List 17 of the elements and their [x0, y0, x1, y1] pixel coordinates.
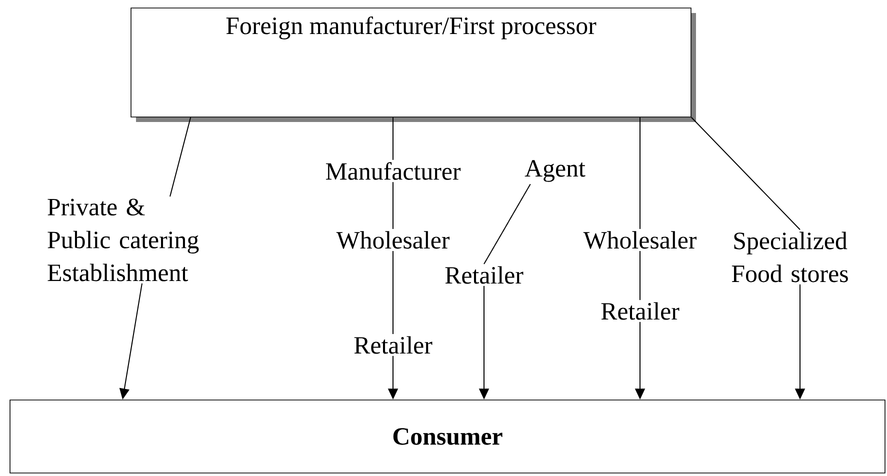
stage-label: Manufacturer — [326, 162, 461, 180]
process-box: Foreign manufacturer/First processor — [130, 8, 696, 122]
connector-line — [392, 182, 394, 230]
connector-line — [392, 116, 394, 160]
stage-label: Specialized Food stores — [732, 232, 848, 282]
connector-line — [690, 116, 800, 230]
stage-label: Wholesaler — [336, 231, 450, 249]
connector-line — [484, 184, 531, 265]
connector-line — [392, 250, 394, 335]
stage-label: Retailer — [354, 336, 432, 354]
consumer-box: Consumer — [10, 400, 886, 474]
stage-label: Wholesaler — [583, 231, 696, 249]
stage-label: Retailer — [445, 266, 524, 284]
connector-line — [170, 116, 192, 198]
stage-label: Private & Public catering Establishment — [48, 198, 199, 282]
stage-label: Retailer — [601, 302, 680, 320]
stage-label: Agent — [524, 160, 586, 182]
